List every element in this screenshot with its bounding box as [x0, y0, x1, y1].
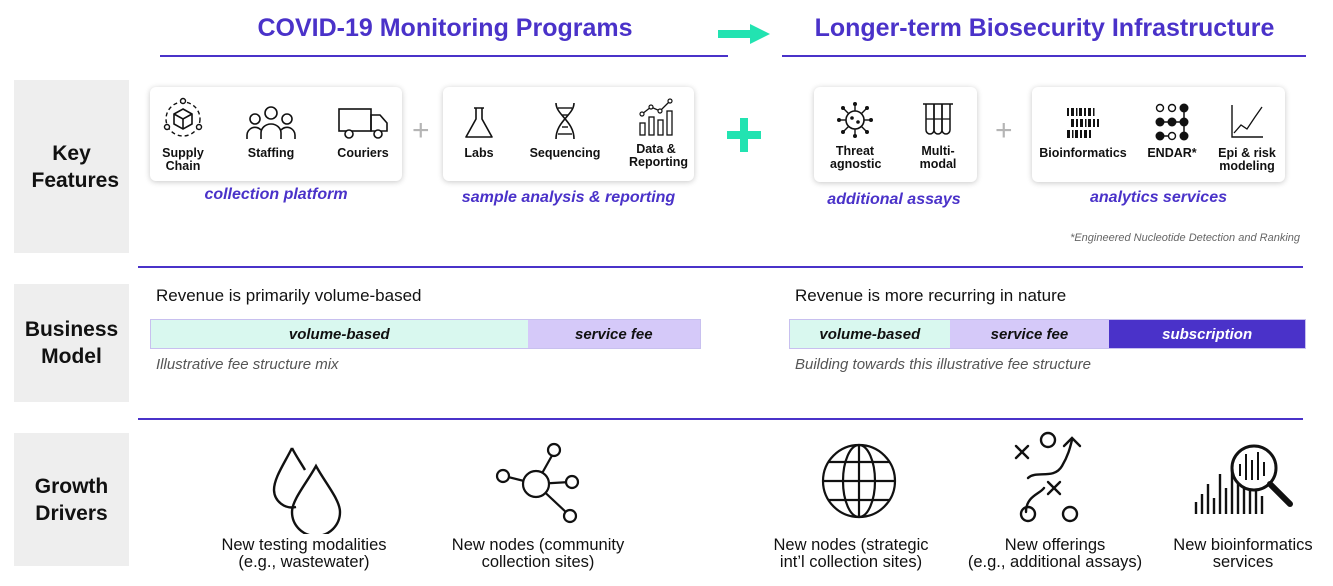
- sample-analysis-card: Labs Sequencing Data & Reporting: [443, 87, 694, 181]
- sample-analysis-caption: sample analysis & reporting: [461, 189, 676, 206]
- network-node-icon: [495, 442, 580, 524]
- right-header-rule: [782, 55, 1306, 57]
- collection-platform-caption: collection platform: [204, 186, 348, 203]
- left-header-rule: [160, 55, 728, 57]
- strategy-play-icon: [1014, 431, 1082, 523]
- line-chart-icon: [1231, 105, 1263, 138]
- growth-new-offerings: New offerings(e.g., additional assays): [967, 536, 1143, 571]
- feature-data-reporting: Data & Reporting: [621, 97, 691, 169]
- teal-plus-icon: [727, 118, 761, 152]
- water-drops-icon: [272, 447, 342, 534]
- feature-epi-risk: Epi & risk modeling: [1214, 101, 1280, 173]
- growth-new-testing-modalities: New testing modalities(e.g., wastewater): [221, 536, 387, 571]
- additional-assays-caption: additional assays: [827, 191, 961, 208]
- bm-right-bar: volume-based service fee subscription: [789, 319, 1306, 349]
- row-label-business-model: Business Model: [14, 284, 129, 402]
- collection-platform-card: Supply Chain Staffing Couriers: [150, 87, 402, 181]
- dna-icon: [555, 102, 575, 140]
- bm-left-title: Revenue is primarily volume-based: [156, 286, 422, 305]
- row-label-key-features: Key Features: [14, 80, 129, 253]
- bm-left-bar: volume-based service fee: [150, 319, 701, 349]
- bm-left-segment-volume: volume-based: [151, 320, 528, 348]
- endar-footnote: *Engineered Nucleotide Detection and Ran…: [1070, 232, 1300, 244]
- feature-staffing: Staffing: [238, 105, 304, 160]
- feature-supply-chain: Supply Chain: [154, 97, 212, 173]
- virus-icon: [837, 102, 873, 138]
- bm-right-segment-volume: volume-based: [790, 320, 950, 348]
- transition-arrow-icon: [718, 24, 770, 44]
- box-network-icon: [163, 97, 203, 137]
- feature-multi-modal: Multi-modal: [906, 101, 970, 171]
- feature-threat-agnostic: Threat agnostic: [820, 101, 890, 171]
- data-magnifier-icon: [1194, 444, 1293, 514]
- plus-icon: +: [412, 114, 430, 147]
- analytics-services-card: Bioinformatics ENDAR* Epi & risk modelin…: [1032, 87, 1285, 182]
- feature-endar: ENDAR*: [1142, 101, 1202, 160]
- people-icon: [246, 106, 296, 139]
- feature-labs: Labs: [449, 105, 509, 160]
- left-header: COVID-19 Monitoring Programs: [257, 14, 633, 42]
- truck-icon: [338, 108, 388, 139]
- bar-chart-icon: [639, 98, 673, 136]
- bm-left-note: Illustrative fee structure mix: [156, 356, 339, 373]
- barcode-icon: [1067, 108, 1099, 138]
- section-divider-2: [138, 418, 1303, 420]
- bm-right-segment-service: service fee: [949, 320, 1110, 348]
- bm-right-segment-subscription: subscription: [1109, 320, 1305, 348]
- bm-right-title: Revenue is more recurring in nature: [795, 286, 1067, 305]
- feature-sequencing: Sequencing: [523, 101, 607, 160]
- globe-icon: [821, 443, 897, 519]
- additional-assays-card: Threat agnostic Multi-modal: [814, 87, 977, 182]
- bm-left-segment-service: service fee: [527, 320, 700, 348]
- dot-matrix-icon: [1155, 103, 1189, 141]
- right-header: Longer-term Biosecurity Infrastructure: [814, 14, 1275, 42]
- plus-icon: +: [995, 114, 1013, 147]
- row-label-growth-drivers: Growth Drivers: [14, 433, 129, 566]
- flask-icon: [465, 107, 493, 138]
- feature-bioinformatics: Bioinformatics: [1034, 105, 1132, 160]
- feature-couriers: Couriers: [330, 105, 396, 160]
- section-divider-1: [138, 266, 1303, 268]
- analytics-services-caption: analytics services: [1090, 189, 1227, 206]
- test-tubes-icon: [923, 103, 953, 135]
- bm-right-note: Building towards this illustrative fee s…: [795, 356, 1091, 373]
